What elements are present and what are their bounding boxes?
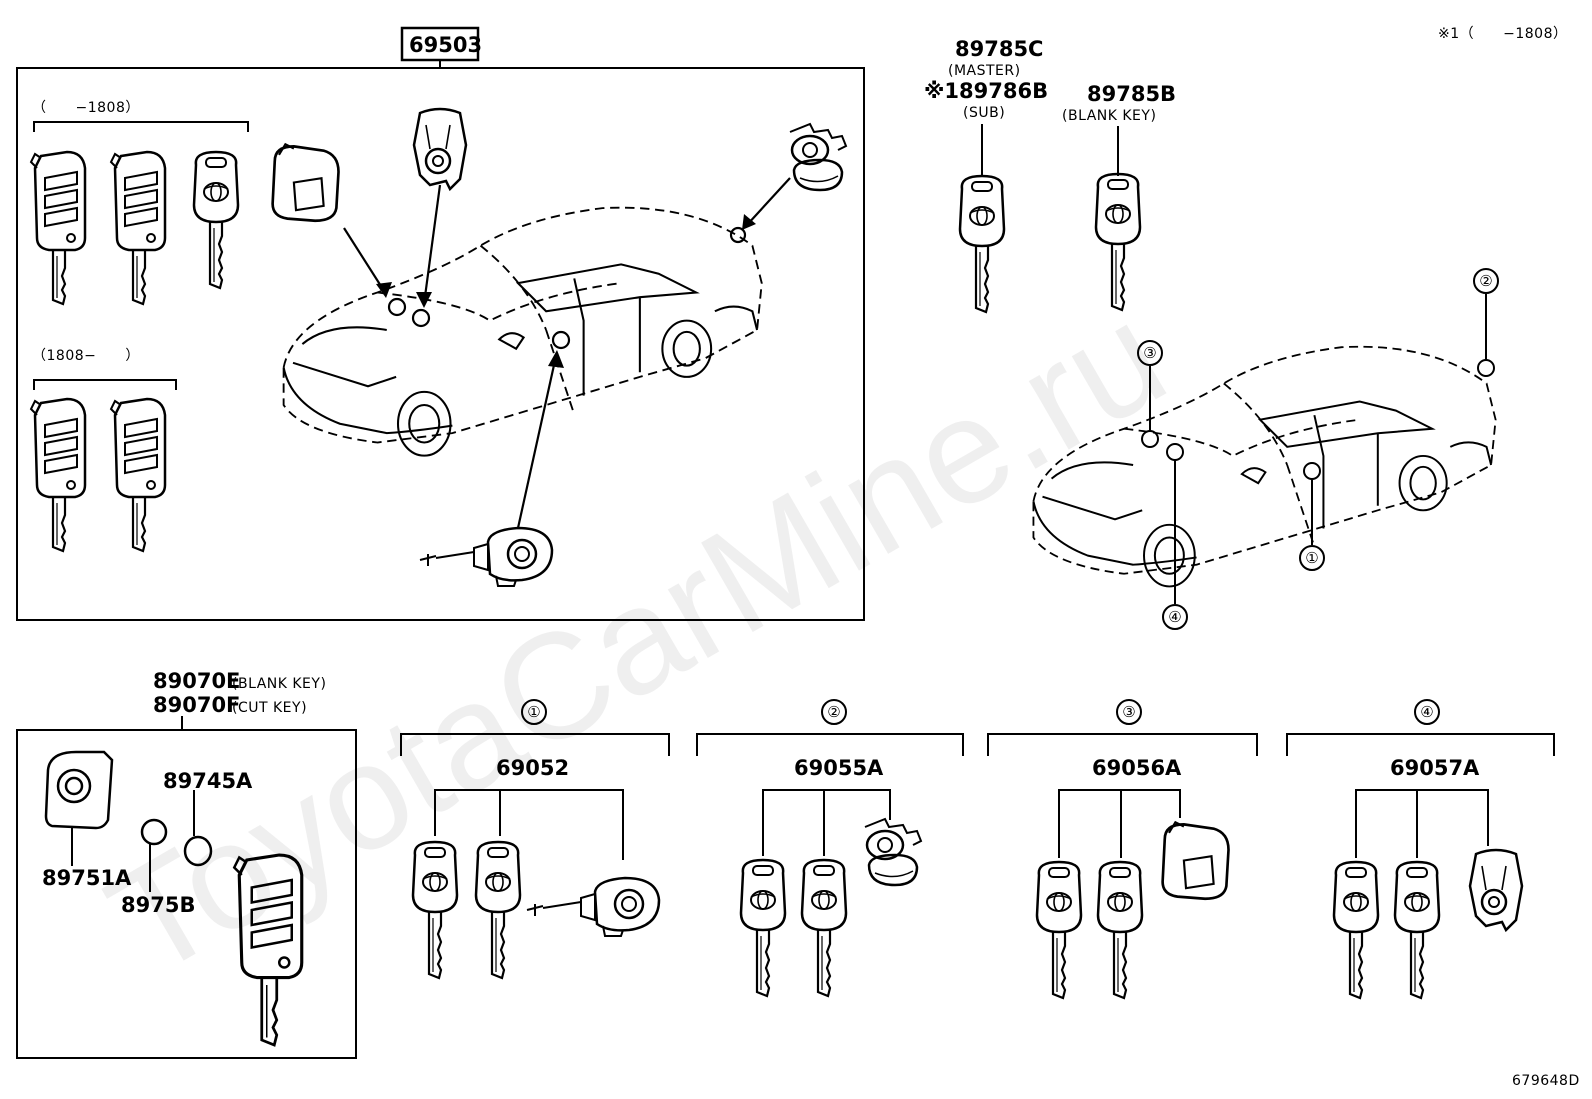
remote-cut-number: 89070F [153,693,240,717]
remote-cut-label: (CUT KEY) [232,700,307,716]
callout-3: ③ [1143,344,1156,362]
callout-4: ④ [1168,608,1181,626]
key-set-3: ③ 69056A [987,699,1258,1000]
set-4-marker: ④ [1420,703,1433,721]
set-4-part-number: 69057A [1390,756,1480,780]
set-1-part-number: 69052 [496,756,569,780]
cap-number: 8975B [121,893,195,917]
group1-range: （ −1808） [32,100,140,116]
set-1-marker: ① [527,703,540,721]
callout-1: ① [1305,549,1318,567]
key-set-4: ④ 69057A [1286,699,1555,1000]
footnote-ref: ※1（ −1808） [1438,26,1568,42]
blank-key-label: (BLANK KEY) [1062,108,1156,124]
kit-part-number: 69503 [409,33,482,57]
set-2-part-number: 69055A [794,756,884,780]
remote-blank-number: 89070E [153,669,240,693]
sub-key-label: (SUB) [963,105,1005,121]
sub-key-number: ※189786B [924,79,1048,103]
set-2-marker: ② [827,703,840,721]
car-callouts: ② ③ ④ ① [1032,268,1499,630]
group2-range: （1808− ） [32,348,140,364]
blank-key-number: 89785B [1087,82,1176,106]
watermark: ToyotaCarMine.ru [82,270,1191,1007]
keys-right: 89785C (MASTER) ※189786B (SUB) 89785B (B… [924,37,1176,314]
remote-blank-label: (BLANK KEY) [232,676,326,692]
set-3-part-number: 69056A [1092,756,1182,780]
kit-69503: 69503 （ −1808） （1808− ） [16,26,865,621]
master-key-number: 89785C [955,37,1043,61]
cover-number: 89751A [42,866,132,890]
remote-key-box: 89070E (BLANK KEY) 89070F (CUT KEY) 8974… [16,669,357,1059]
master-key-label: (MASTER) [948,63,1021,79]
battery-number: 89745A [163,769,253,793]
key-set-2: ② 69055A [696,699,964,998]
callout-2: ② [1479,272,1492,290]
figure-code: 679648D [1512,1073,1580,1089]
key-set-1: ① 69052 [400,699,670,980]
set-3-marker: ③ [1122,703,1135,721]
